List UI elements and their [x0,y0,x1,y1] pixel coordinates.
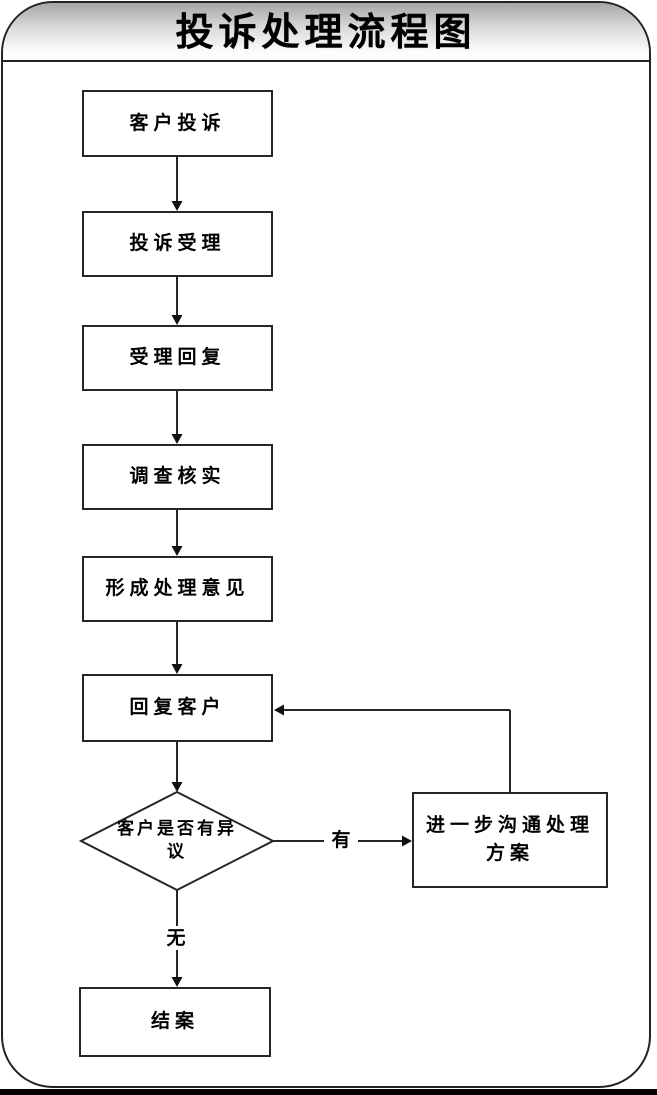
bottom-border-bar [0,1089,657,1095]
flow-node-form-opinion: 形成处理意见 [82,556,273,622]
node-label: 进一步沟通处理方案 [425,814,594,864]
flow-node-close-case: 结案 [79,987,271,1057]
node-label: 结案 [150,1010,199,1033]
flow-node-reply-customer: 回复客户 [82,674,273,742]
flow-node-complaint-acceptance: 投诉受理 [82,211,273,277]
arrow-down-icon [171,782,183,792]
arrow-down-icon [171,546,183,556]
node-label: 调查核实 [129,465,226,488]
page-title: 投诉处理流程图 [175,9,477,54]
decision-diamond-shape [78,790,276,892]
flow-node-investigation: 调查核实 [82,444,273,510]
node-label: 受理回复 [129,346,226,369]
node-label: 客户是否有异议 [117,819,237,862]
node-label: 投诉受理 [129,232,226,255]
flow-node-further-communication: 进一步沟通处理方案 [412,792,608,888]
flow-node-customer-complaint: 客户投诉 [82,90,273,157]
arrow-down-icon [171,434,183,444]
arrow-down-icon [171,664,183,674]
arrow-right-icon [402,835,412,847]
arrow-down-icon [171,315,183,325]
node-label: 回复客户 [129,696,226,719]
arrow-down-icon [171,977,183,987]
node-label: 形成处理意见 [105,577,250,600]
node-label: 客户投诉 [129,111,226,134]
edge-label-no: 无 [159,929,193,948]
decision-customer-objection: 客户是否有异议 [111,811,243,871]
edge-label-yes: 有 [324,831,358,850]
title-bar: 投诉处理流程图 [3,3,649,62]
arrow-left-icon [274,704,284,716]
flow-node-acceptance-reply: 受理回复 [82,325,273,391]
arrow-down-icon [171,201,183,211]
